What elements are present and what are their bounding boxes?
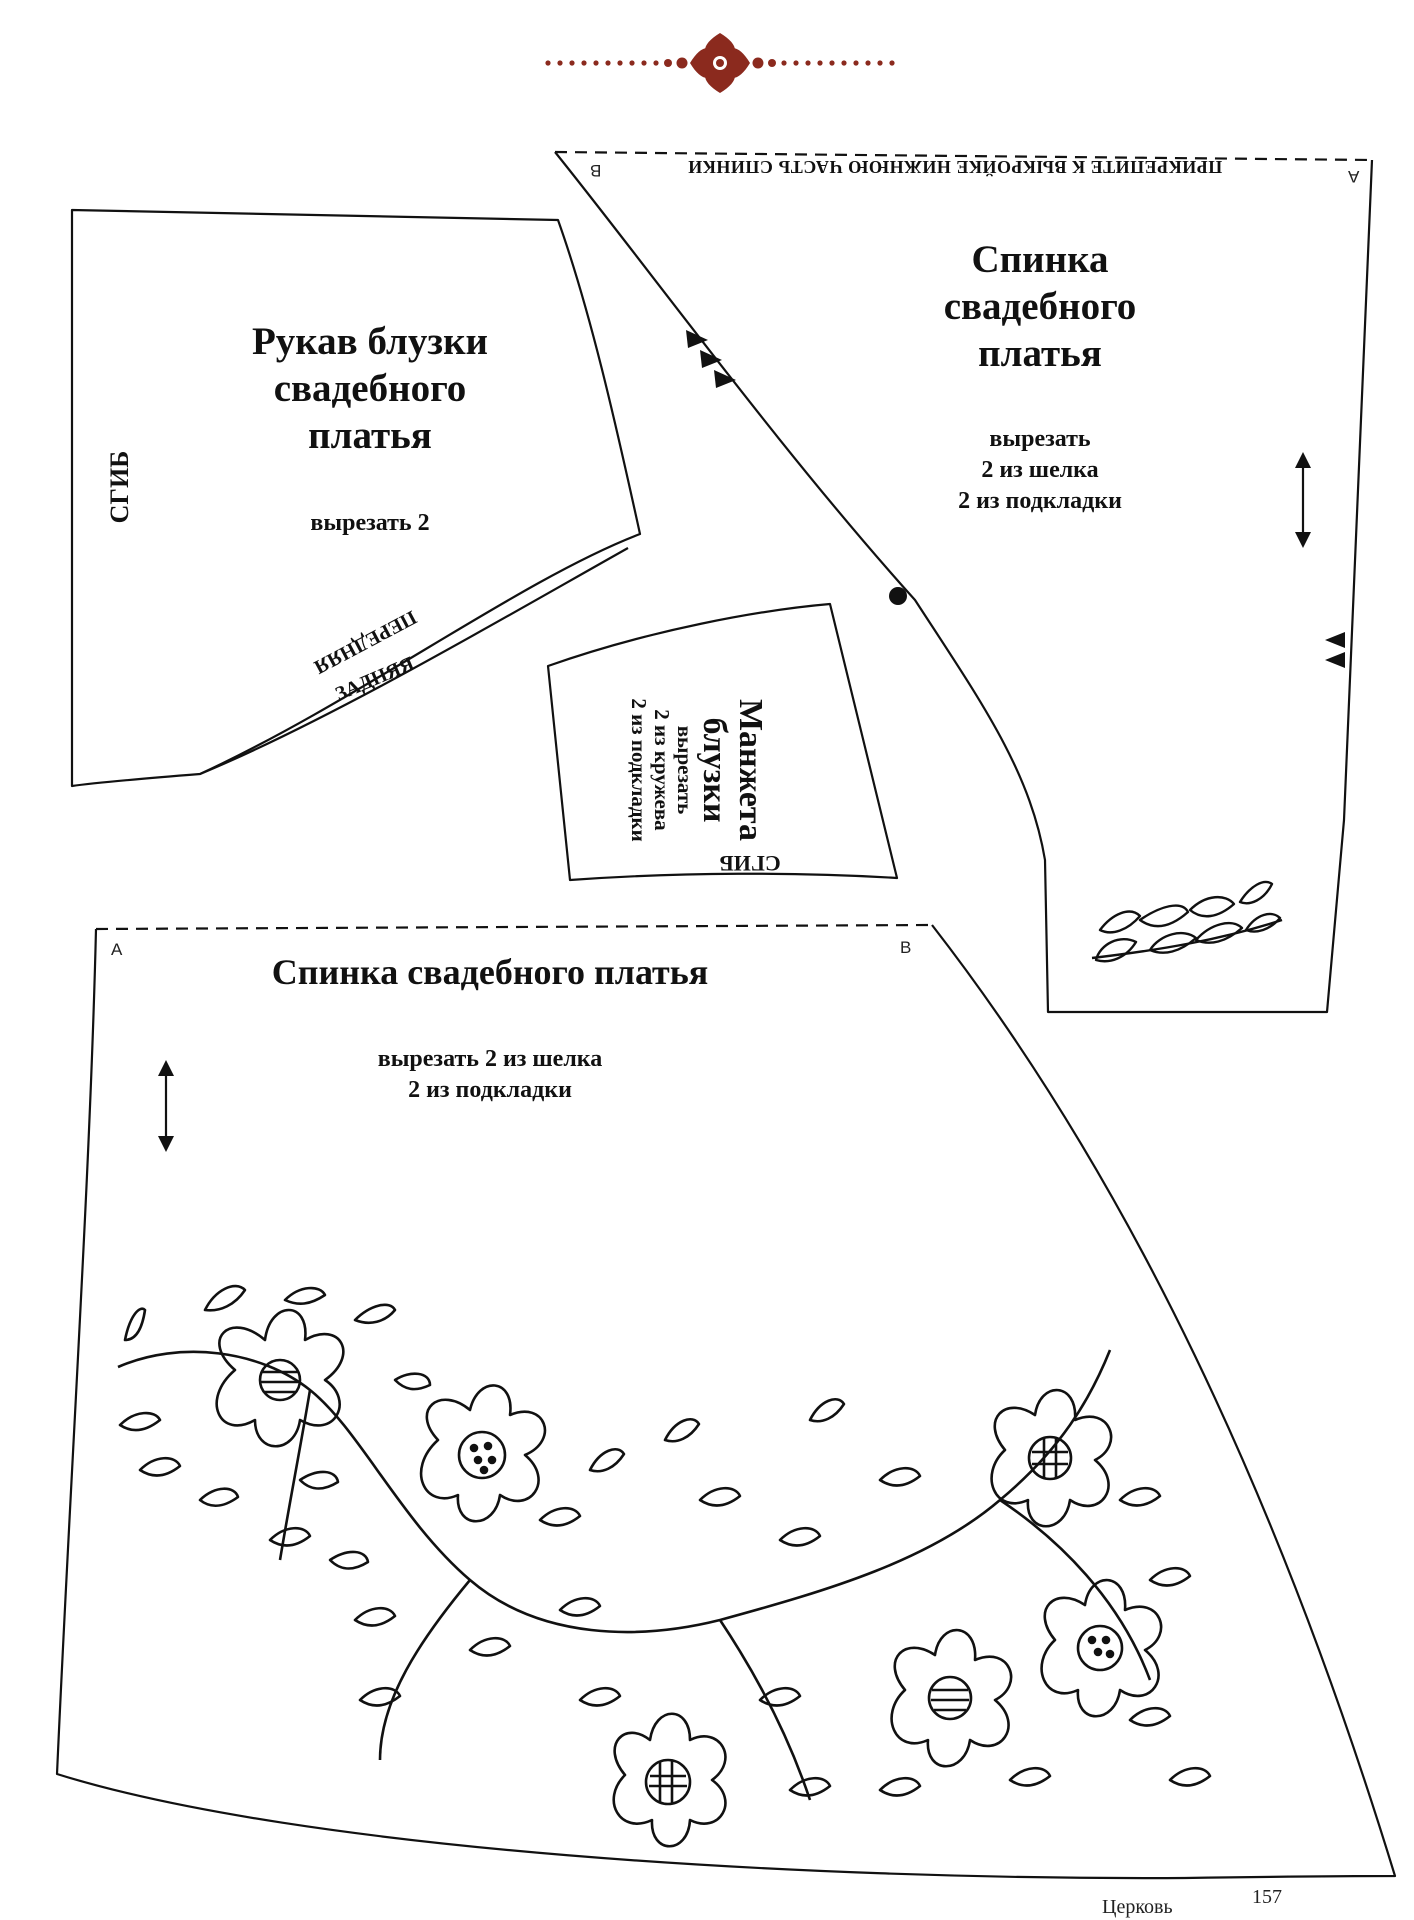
back-upper-title-line-1: Спинка — [971, 238, 1109, 281]
sleeve-cut-instruction: вырезать 2 — [310, 510, 430, 536]
sleeve-title-line-2: свадебного — [273, 367, 467, 410]
back-upper-cut-line-3: 2 из подкладки — [958, 488, 1122, 514]
back-upper-cut-instruction: вырезать 2 из шелка 2 из подкладки — [910, 424, 1170, 517]
flower-5 — [990, 1388, 1113, 1528]
grainline-arrowhead-up — [1295, 452, 1311, 468]
back-upper-corner-a: А — [1348, 167, 1360, 186]
grainline-arrowhead-down — [158, 1136, 174, 1152]
cuff-cut-line-3: 2 из подкладки — [627, 698, 651, 842]
sleeve-fold-label: СГИБ — [105, 450, 134, 524]
cuff-cut-line-1: вырезать — [673, 725, 697, 815]
back-upper-title-line-2: свадебного — [943, 285, 1137, 328]
flower-3 — [612, 1712, 727, 1848]
flower-6 — [1040, 1578, 1163, 1718]
sleeve-armhole-back — [199, 547, 629, 776]
ornament-flower — [690, 33, 750, 93]
notch-marks-triple — [686, 330, 736, 388]
back-lower-cut-instruction: вырезать 2 из шелка 2 из подкладки — [320, 1044, 660, 1106]
back-upper-corner-b: В — [590, 161, 602, 180]
notch-dot — [889, 587, 907, 605]
flower-2 — [419, 1384, 547, 1523]
flower-1 — [215, 1308, 345, 1448]
footer-section-name: Церковь — [1102, 1896, 1173, 1918]
back-lower-dash — [95, 923, 933, 931]
header-ornament — [545, 33, 895, 93]
flower-4 — [890, 1628, 1013, 1768]
leaf-sprig-drawing — [1091, 880, 1283, 963]
cuff-cut-line-2: 2 из кружева — [650, 709, 674, 831]
grainline-arrowhead-up — [158, 1060, 174, 1076]
back-lower-cut-line-1: вырезать 2 из шелка — [377, 1046, 603, 1072]
back-upper-dash — [554, 150, 1373, 162]
notch-marks-double — [1325, 632, 1345, 668]
sleeve-title-line-1: Рукав блузки — [251, 320, 489, 363]
floral-embroidery-drawing — [117, 1284, 1212, 1848]
sleeve-title: Рукав блузки свадебного платья — [230, 318, 510, 459]
ornament-dots-left — [545, 57, 688, 69]
back-upper-title: Спинка свадебного платья — [900, 236, 1180, 377]
sleeve-title-line-3: платья — [308, 414, 432, 457]
embroidery-leaves — [118, 1284, 1212, 1797]
ornament-dots-right — [752, 57, 895, 69]
back-lower-corner-b: В — [900, 938, 912, 957]
back-lower-corner-a: А — [111, 940, 123, 959]
back-upper-attach-note: ПРИКРЕПИТЕ К ВЫКРОЙКЕ НИЖНЮЮ ЧАСТЬ СПИНК… — [687, 157, 1223, 177]
back-upper-outline — [554, 151, 1374, 1014]
back-lower-cut-line-2: 2 из подкладки — [408, 1077, 572, 1103]
sleeve-outline — [70, 208, 642, 788]
back-upper-cut-line-2: 2 из шелка — [981, 457, 1099, 483]
back-lower-outline — [55, 924, 1397, 1880]
cuff-fold-label: СГИБ — [719, 851, 781, 876]
back-lower-title: Спинка свадебного платья — [271, 952, 709, 992]
grainline-arrowhead-down — [1295, 532, 1311, 548]
footer-page-number: 157 — [1252, 1886, 1282, 1908]
cuff-outline — [546, 602, 899, 882]
back-upper-cut-line-1: вырезать — [989, 426, 1091, 452]
back-upper-title-line-3: платья — [978, 332, 1102, 375]
